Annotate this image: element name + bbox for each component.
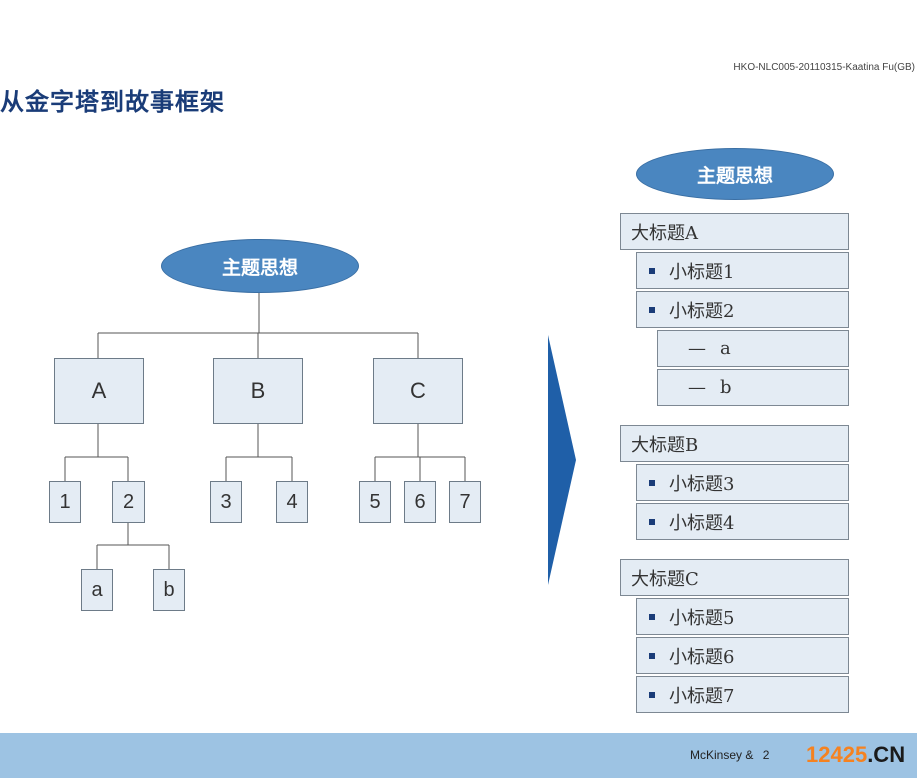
watermark-number: 12425 [806, 742, 868, 767]
bullet-icon [649, 652, 655, 659]
page-number: 2 [762, 748, 770, 762]
bullet-icon [649, 613, 655, 620]
bullet-icon [649, 518, 655, 525]
company-name: McKinsey & [690, 748, 754, 762]
pyramid-root: 主题思想 [161, 239, 359, 293]
subheading-label: 小标题6 [669, 646, 735, 668]
bullet-icon [649, 691, 655, 698]
subheading-label: 小标题7 [669, 685, 735, 707]
subheading-label: 小标题3 [669, 473, 735, 495]
node-b-leaf: b [153, 569, 185, 611]
node-7: 7 [449, 481, 481, 523]
subheading-row: 小标题3 [636, 464, 849, 501]
subheading-label: 小标题2 [669, 300, 735, 322]
node-a: A [54, 358, 144, 424]
section-heading-b: 大标题B [620, 425, 849, 462]
section-heading-c: 大标题C [620, 559, 849, 596]
subheading-label: 小标题1 [669, 261, 735, 283]
sub-point-row: —a [657, 330, 849, 367]
node-2: 2 [112, 481, 145, 523]
document-reference: HKO-NLC005-20110315-Kaatina Fu(GB) [733, 62, 915, 73]
sub-point-row: —b [657, 369, 849, 406]
sub-point-label: a [720, 338, 731, 359]
subheading-row: 小标题4 [636, 503, 849, 540]
node-a-leaf: a [81, 569, 113, 611]
watermark-suffix: .CN [867, 742, 906, 767]
node-b: B [213, 358, 303, 424]
bullet-icon [649, 306, 655, 313]
section-heading-a: 大标题A [620, 213, 849, 250]
node-5: 5 [359, 481, 391, 523]
footer-company: McKinsey & 2 [690, 748, 769, 762]
node-6: 6 [404, 481, 436, 523]
dash-icon: — [688, 338, 706, 359]
subheading-row: 小标题2 [636, 291, 849, 328]
dash-icon: — [688, 377, 706, 398]
watermark: 12425.CN [806, 742, 905, 768]
subheading-row: 小标题1 [636, 252, 849, 289]
story-root: 主题思想 [636, 148, 834, 200]
node-1: 1 [49, 481, 81, 523]
node-3: 3 [210, 481, 242, 523]
arrow-right-icon [548, 335, 576, 585]
footer-band [0, 733, 917, 778]
bullet-icon [649, 479, 655, 486]
subheading-row: 小标题6 [636, 637, 849, 674]
node-4: 4 [276, 481, 308, 523]
subheading-row: 小标题5 [636, 598, 849, 635]
subheading-label: 小标题5 [669, 607, 735, 629]
subheading-row: 小标题7 [636, 676, 849, 713]
tree-connectors [64, 290, 576, 585]
subheading-label: 小标题4 [669, 512, 735, 534]
sub-point-label: b [720, 377, 732, 398]
page-title: 从金字塔到故事框架 [0, 87, 225, 116]
node-c: C [373, 358, 463, 424]
bullet-icon [649, 267, 655, 274]
